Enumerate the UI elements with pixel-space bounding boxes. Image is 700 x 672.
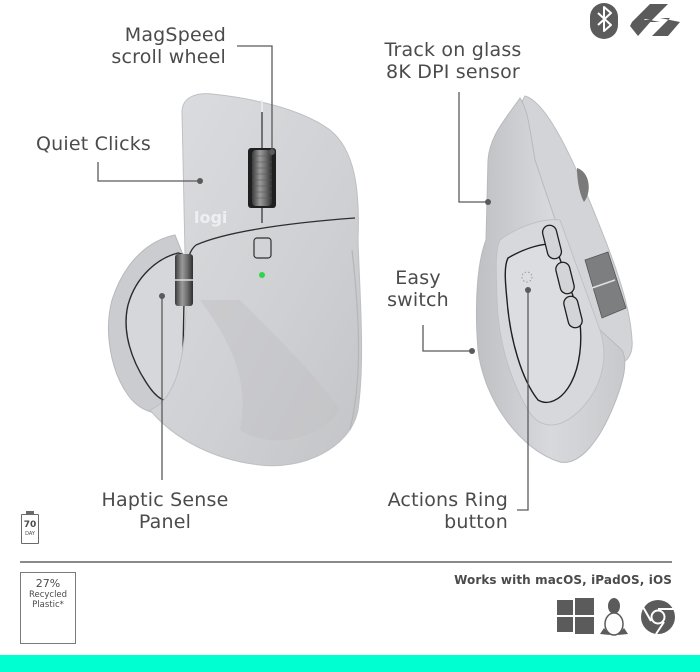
callout-actions-ring-button: Actions Ring button: [387, 489, 508, 533]
logi-bolt-icon: [630, 4, 680, 36]
battery-life-badge: 70 DAY: [21, 511, 39, 544]
status-led: [259, 272, 265, 278]
mouse-top-view: [108, 93, 363, 467]
windows-icon: [557, 598, 594, 634]
recycled-label-line2: Plastic*: [32, 600, 64, 610]
mouse-side-view: [475, 95, 633, 463]
callout-haptic-sense-panel: Haptic Sense Panel: [101, 489, 229, 533]
callout-quiet-clicks: Quiet Clicks: [36, 133, 152, 155]
logi-logo: logi: [194, 208, 227, 227]
battery-days-unit: DAY: [25, 531, 35, 537]
battery-cap: [26, 511, 34, 514]
callout-lines: [97, 45, 529, 511]
bluetooth-icon: [590, 3, 618, 39]
footer-divider: [20, 561, 672, 563]
accent-bar: [0, 655, 700, 672]
callout-dots: [159, 149, 531, 354]
callout-magspeed-scroll-wheel: MagSpeed scroll wheel: [111, 24, 226, 68]
battery-days-value: 70: [23, 520, 37, 530]
linux-icon: [600, 598, 628, 636]
chromeos-icon: [641, 600, 675, 635]
compatibility-text: Works with macOS, iPadOS, iOS: [454, 573, 672, 587]
recycled-plastic-badge: 27% Recycled Plastic*: [20, 572, 76, 644]
callout-track-on-glass-sensor: Track on glass 8K DPI sensor: [384, 39, 522, 83]
callout-easy-switch: Easy switch: [387, 267, 449, 311]
recycled-label-line1: Recycled: [28, 590, 68, 600]
recycled-percent: 27%: [35, 577, 61, 590]
